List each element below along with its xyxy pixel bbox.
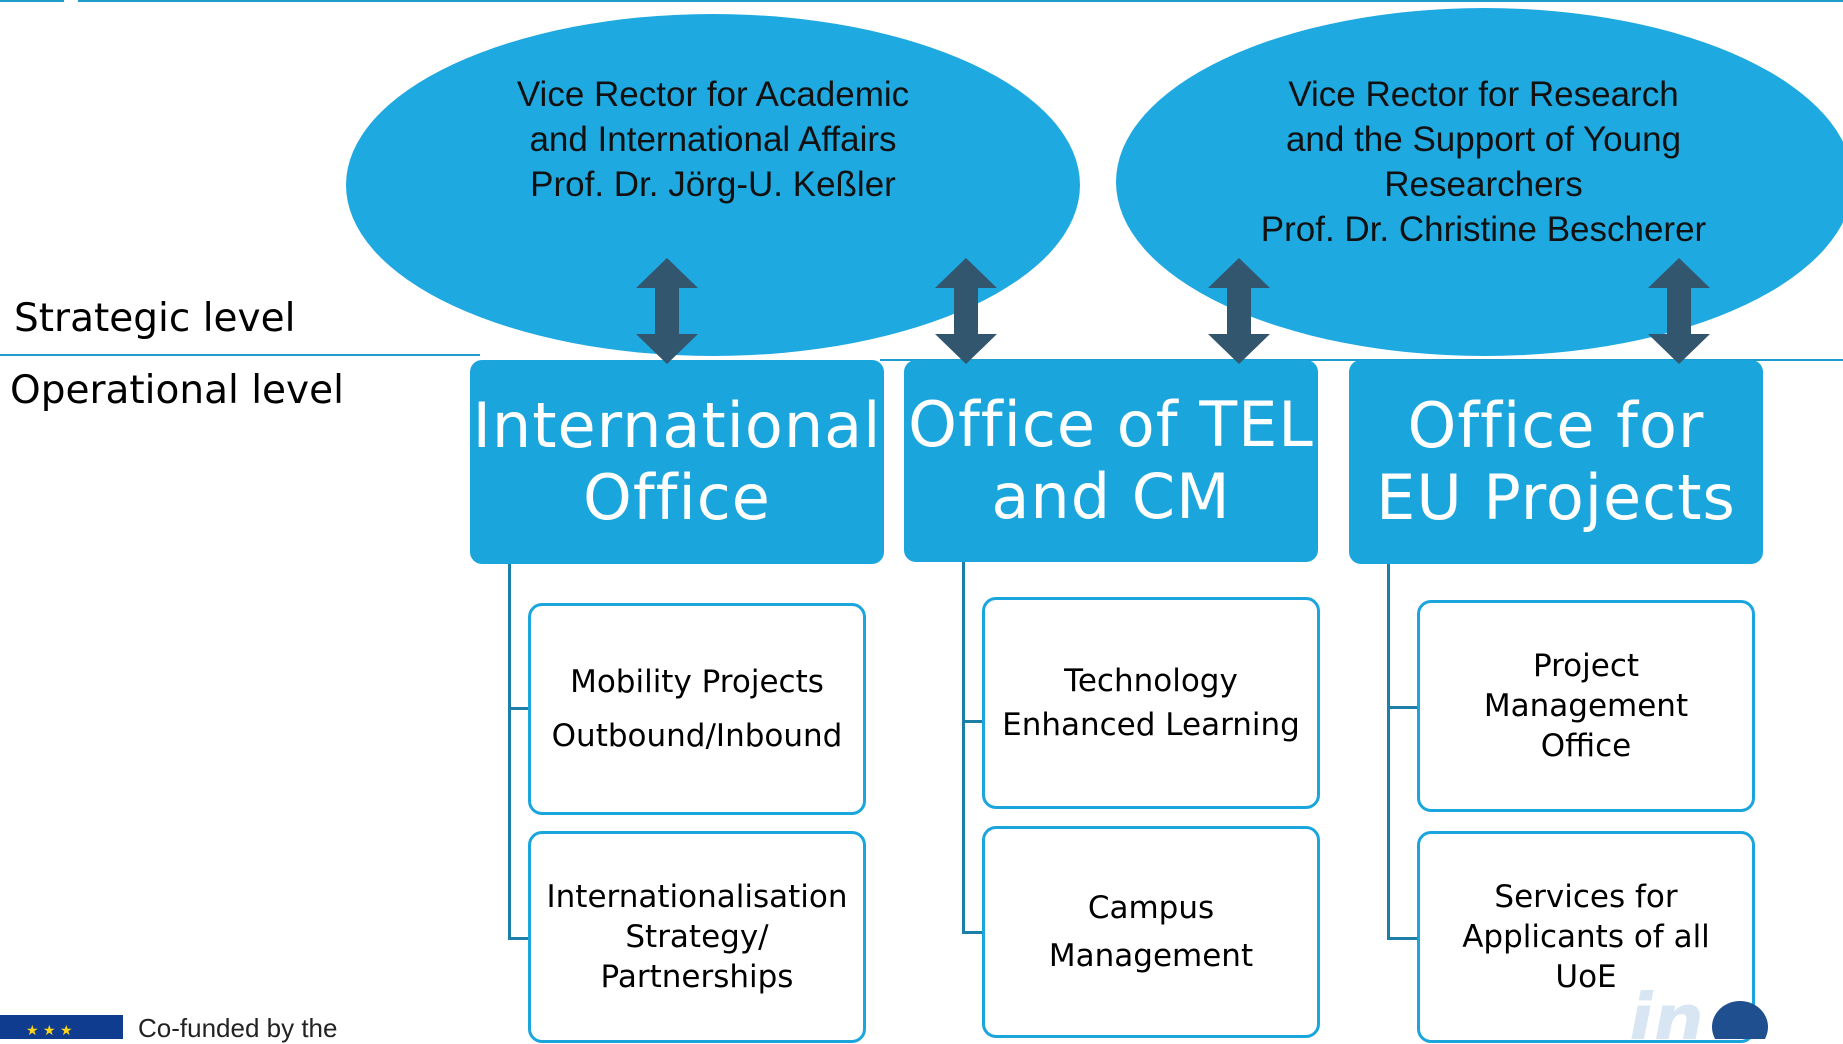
sub-line: Services for (1494, 879, 1678, 915)
top-rule (78, 0, 1843, 2)
mobility-projects-box: Mobility Projects Outbound/Inbound (528, 603, 866, 815)
office-eu-projects-title: Office for EU Projects (1376, 390, 1736, 534)
office-title-line: and CM (991, 460, 1231, 533)
vice-rector-academic-line: Vice Rector for Academic (516, 75, 910, 114)
double-arrow-icon (1648, 258, 1710, 364)
double-arrow-icon (636, 258, 698, 364)
sub-line: Applicants of all (1462, 919, 1710, 955)
sub-line: Internationalisation (546, 879, 848, 915)
connector-line (962, 720, 984, 723)
operational-level-label: Operational level (10, 368, 344, 413)
eu-stars-icon: ★ ★ ★ (26, 1023, 73, 1039)
office-tel-cm-title: Office of TEL and CM (908, 389, 1314, 533)
connector-line (962, 931, 984, 934)
sub-line: Campus (1087, 890, 1215, 926)
strategic-level-label: Strategic level (14, 296, 296, 341)
sub-line: Mobility Projects (570, 664, 824, 700)
international-office-title: International Office (473, 390, 882, 534)
technology-enhanced-learning-box: Technology Enhanced Learning (982, 597, 1320, 809)
vice-rector-research-name: Prof. Dr. Christine Bescherer (1260, 210, 1707, 249)
vice-rector-research-line: and the Support of Young (1285, 120, 1682, 159)
svg-text:★ ★ ★: ★ ★ ★ (26, 1023, 73, 1039)
sub-line: UoE (1555, 959, 1617, 995)
connector-line (1387, 706, 1419, 709)
sub-line: Outbound/Inbound (551, 718, 843, 754)
sub-line: Technology (1064, 663, 1238, 699)
double-arrow-icon (935, 258, 997, 364)
project-management-office-box: Project Management Office (1417, 600, 1755, 812)
office-title-line: Office for (1407, 389, 1705, 462)
level-divider-left (0, 354, 480, 356)
campus-management-box: Campus Management (982, 826, 1320, 1038)
sub-line: Management (1483, 688, 1689, 724)
double-arrow-icon (1208, 258, 1270, 364)
vice-rector-academic-text: Vice Rector for Academic and Internation… (346, 72, 1080, 207)
mobility-projects-text: Mobility Projects Outbound/Inbound (552, 655, 843, 763)
campus-management-text: Campus Management (1049, 884, 1253, 980)
project-management-office-text: Project Management Office (1484, 646, 1688, 766)
sub-line: Partnerships (600, 959, 794, 995)
internationalisation-strategy-box: Internationalisation Strategy/ Partnersh… (528, 831, 866, 1043)
services-for-applicants-text: Services for Applicants of all UoE (1462, 877, 1710, 997)
sub-line: Enhanced Learning (1002, 707, 1300, 743)
svg-text:in: in (1628, 985, 1704, 1039)
vice-rector-academic-line: and International Affairs (529, 120, 897, 159)
connector-line (508, 564, 511, 940)
sub-line: Strategy/ (625, 919, 769, 955)
international-office-box: International Office (470, 360, 884, 564)
office-title-line: Office of TEL (908, 388, 1314, 461)
vice-rector-research-line: Vice Rector for Research (1288, 75, 1679, 114)
connector-line (962, 562, 965, 934)
office-eu-projects-box: Office for EU Projects (1349, 360, 1763, 564)
vice-rector-academic-ellipse: Vice Rector for Academic and Internation… (346, 14, 1080, 356)
sub-line: Project (1532, 648, 1640, 684)
office-title-line: International (472, 389, 882, 462)
vice-rector-research-text: Vice Rector for Research and the Support… (1116, 72, 1843, 252)
sub-line: Management (1048, 938, 1254, 974)
in2-logo-icon: in (1628, 985, 1768, 1039)
connector-line (508, 937, 530, 940)
connector-line (1387, 564, 1390, 940)
sub-line: Office (1540, 728, 1632, 764)
vice-rector-research-line: Researchers (1384, 165, 1583, 204)
vice-rector-academic-name: Prof. Dr. Jörg-U. Keßler (530, 165, 896, 204)
top-rule-left (0, 0, 64, 2)
technology-enhanced-learning-text: Technology Enhanced Learning (1002, 659, 1300, 747)
connector-line (1387, 937, 1419, 940)
connector-line (508, 707, 530, 710)
eu-flag-icon: ★ ★ ★ (0, 1015, 123, 1039)
internationalisation-strategy-text: Internationalisation Strategy/ Partnersh… (547, 877, 848, 997)
services-for-applicants-box: Services for Applicants of all UoE (1417, 831, 1755, 1043)
office-title-line: Office (583, 461, 771, 534)
office-tel-cm-box: Office of TEL and CM (904, 360, 1318, 562)
office-title-line: EU Projects (1376, 461, 1736, 534)
cofunded-text: Co-funded by the (138, 1013, 338, 1043)
